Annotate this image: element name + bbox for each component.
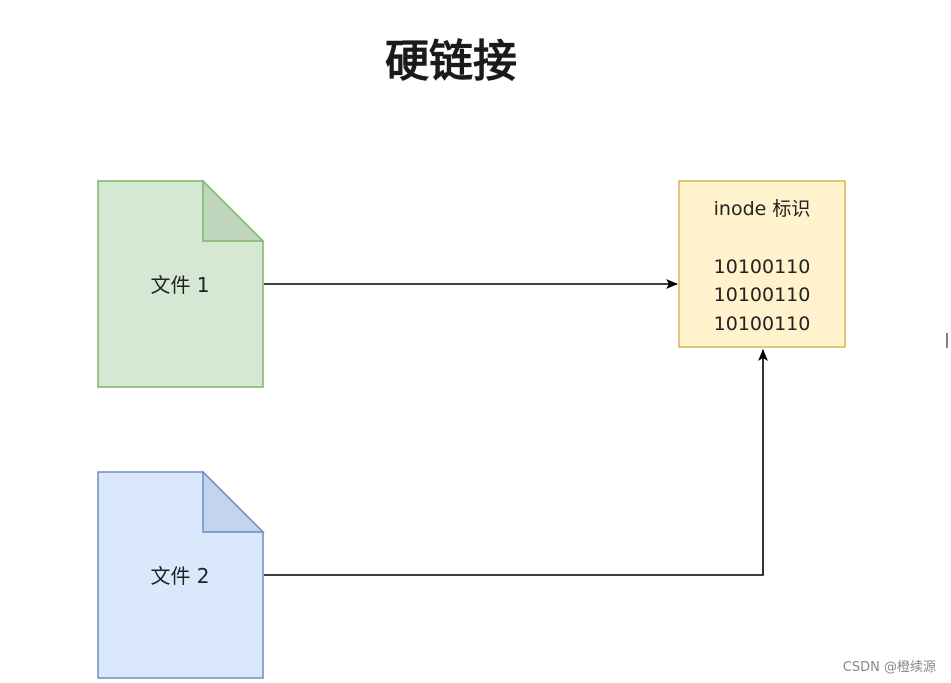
file-1-fold xyxy=(202,179,265,242)
inode-line-3: 10100110 xyxy=(714,313,811,335)
file-2-shape: 文件 2 xyxy=(97,470,265,679)
inode-line-2: 10100110 xyxy=(714,284,811,306)
file-1-shape: 文件 1 xyxy=(97,179,265,388)
file-2-fold xyxy=(202,470,265,533)
file-1-label: 文件 1 xyxy=(150,273,209,297)
arrow-file-2-to-inode xyxy=(264,349,768,576)
inode-title: inode 标识 xyxy=(714,198,811,220)
inode-box: inode 标识 10100110 10100110 10100110 xyxy=(678,180,846,348)
diagram-title: 硬链接 xyxy=(385,36,517,87)
file-2-label: 文件 2 xyxy=(150,564,209,588)
inode-rect xyxy=(678,180,846,348)
watermark-text: CSDN @橙续源 xyxy=(843,660,936,675)
inode-line-1: 10100110 xyxy=(714,256,811,278)
